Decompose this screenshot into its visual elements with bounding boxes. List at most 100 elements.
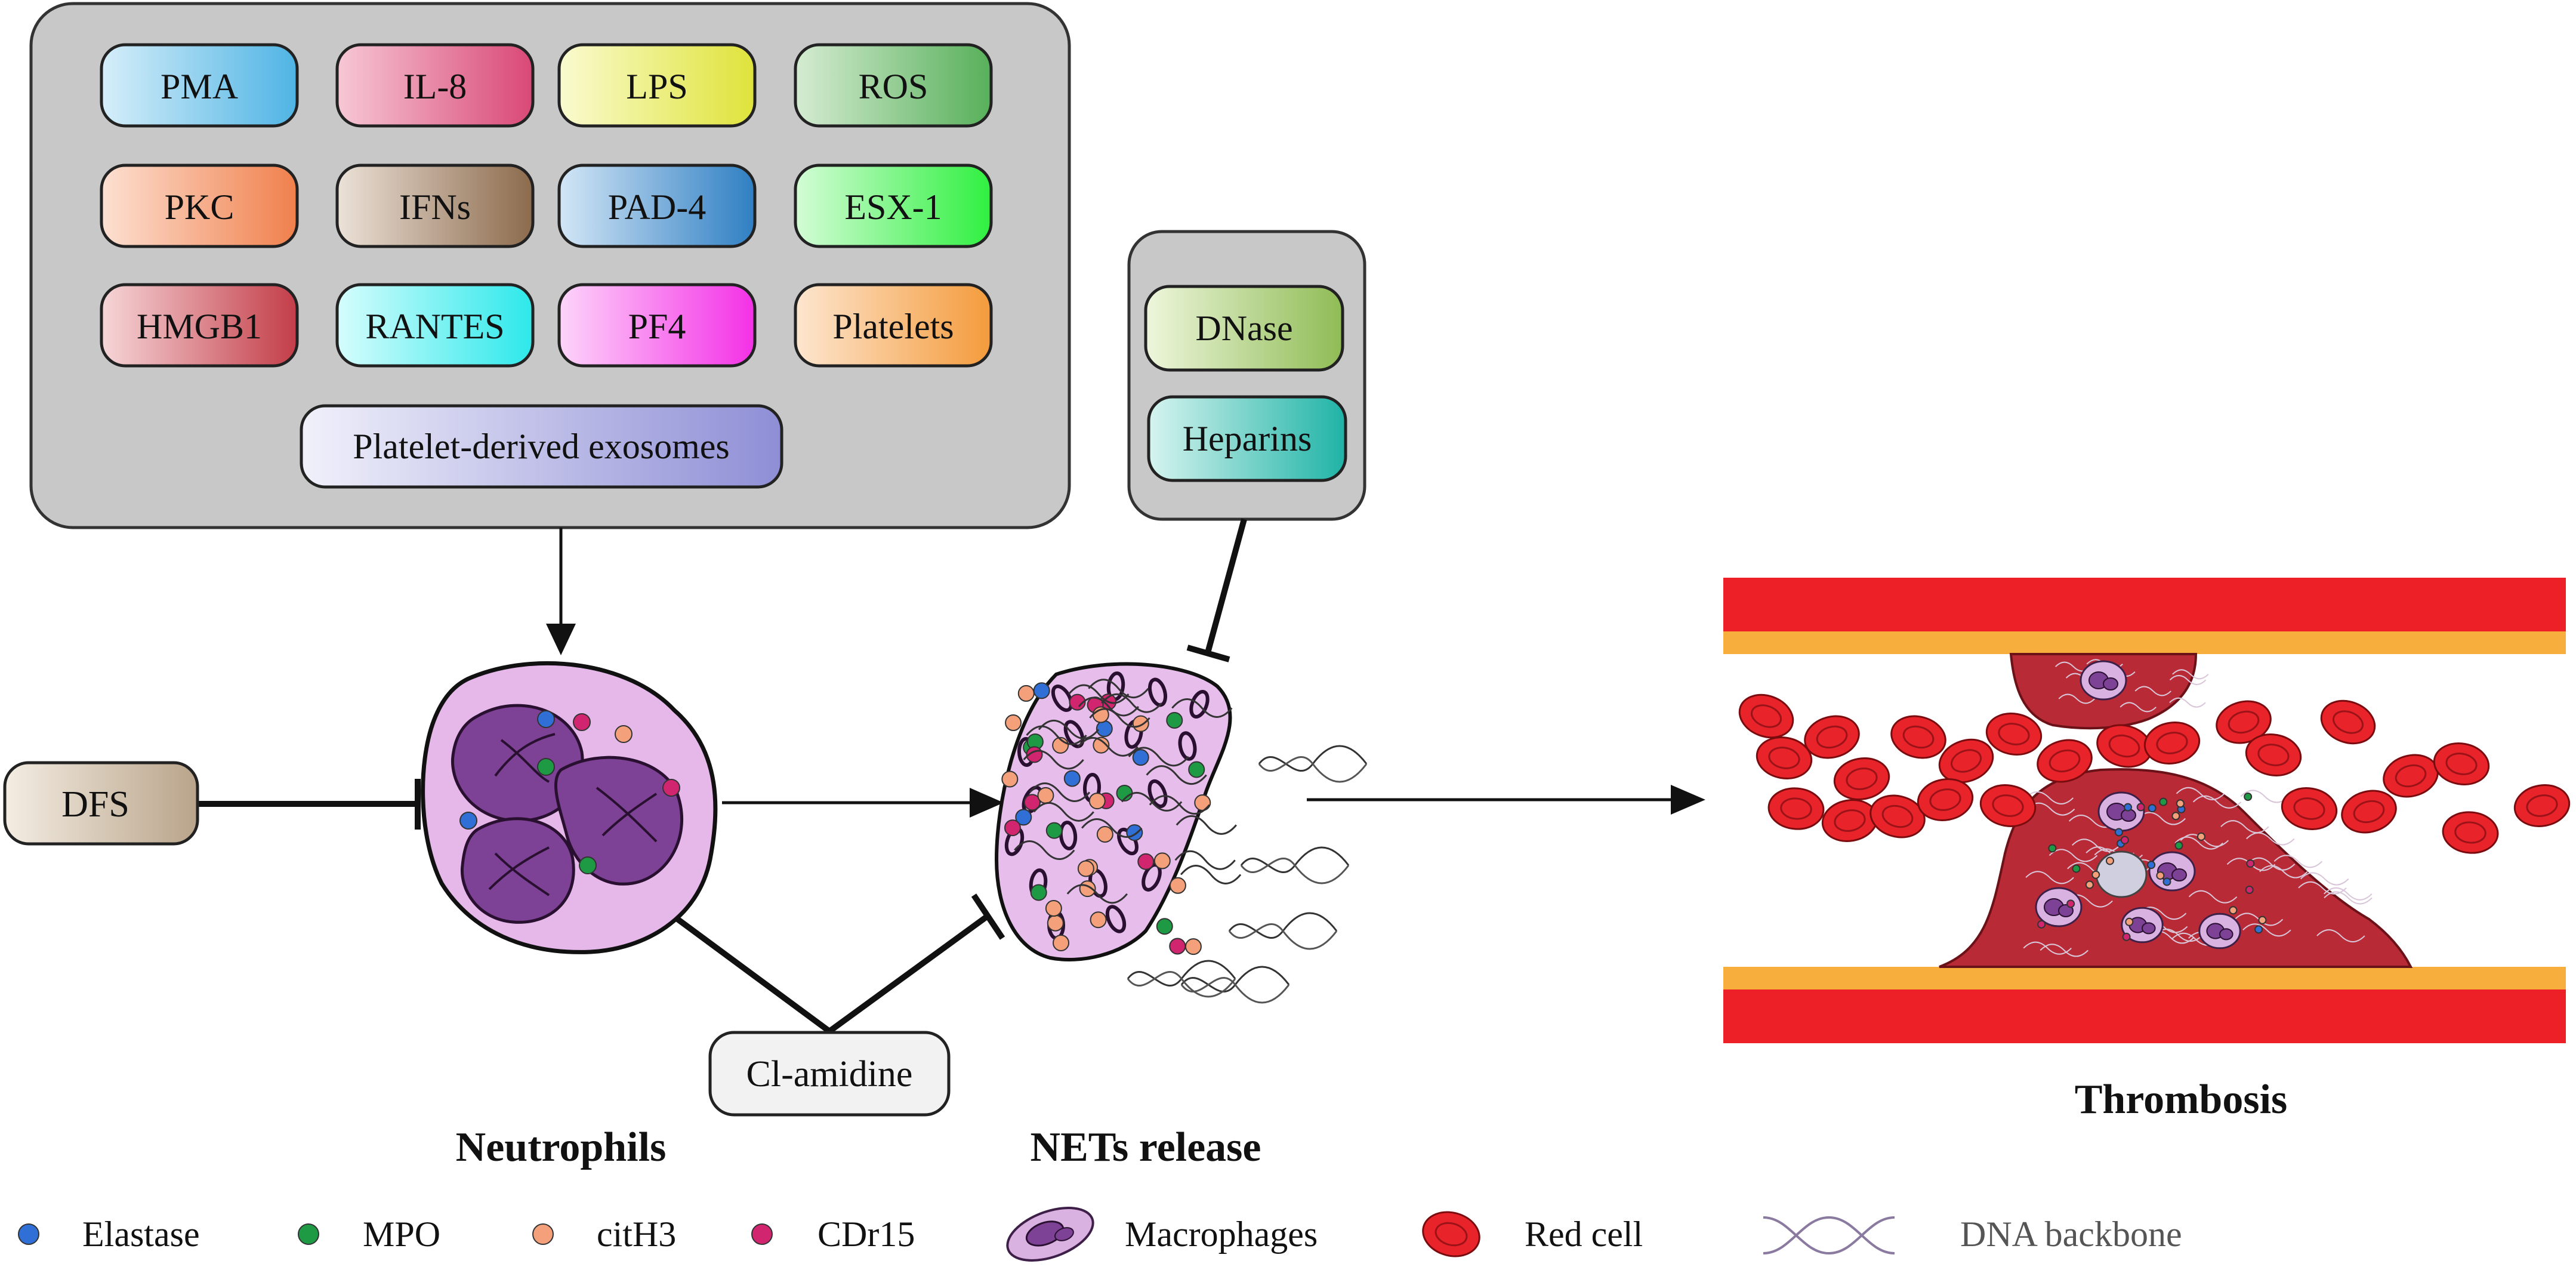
legend-label: CDr15 bbox=[817, 1214, 915, 1254]
fibrin-strand bbox=[2242, 923, 2291, 937]
dna-strand bbox=[1228, 912, 1338, 939]
pill-esx1: ESX-1 bbox=[794, 164, 993, 248]
dot-icon bbox=[532, 1223, 554, 1245]
fibrin-strand bbox=[2049, 849, 2098, 862]
fibrin-strand bbox=[2176, 787, 2225, 800]
pill-label: RANTES bbox=[365, 307, 504, 346]
nets-label: NETs release bbox=[1031, 1124, 1261, 1170]
granule bbox=[662, 779, 680, 797]
dna-strand bbox=[1029, 782, 1091, 802]
connectors bbox=[197, 518, 1705, 1034]
fibrin-strand bbox=[2298, 881, 2347, 895]
clamidine-inhibit-line-right bbox=[828, 913, 989, 1034]
red-cell bbox=[2341, 790, 2397, 834]
legend-label: Macrophages bbox=[1125, 1214, 1318, 1254]
red-cell bbox=[1804, 715, 1860, 759]
fibrin-strand bbox=[2025, 871, 2074, 884]
exosome-pill: Platelet-derived exosomes bbox=[300, 404, 783, 489]
dna-strand bbox=[1088, 679, 1149, 699]
granule bbox=[2159, 797, 2168, 806]
vessel bbox=[1723, 578, 2571, 1043]
granule bbox=[1088, 793, 1106, 810]
legend-item-cith3: citH3 bbox=[532, 1214, 676, 1254]
dna-strand bbox=[1180, 865, 1242, 884]
granule bbox=[2136, 803, 2145, 812]
granule bbox=[1184, 938, 1202, 955]
neutrophil-cell bbox=[421, 661, 718, 954]
granule bbox=[1077, 860, 1094, 877]
granule bbox=[2246, 859, 2255, 868]
dna-strand bbox=[1038, 720, 1100, 739]
granule bbox=[2122, 932, 2131, 941]
pill-label: IFNs bbox=[399, 187, 471, 227]
dnase-label: DNase bbox=[1195, 309, 1292, 348]
neutrophil-granules bbox=[459, 710, 680, 874]
red-cell bbox=[2513, 784, 2571, 827]
fibrin-strand bbox=[2058, 693, 2095, 704]
macrophage bbox=[2148, 851, 2196, 892]
dna-strand bbox=[1171, 698, 1233, 718]
pill-il8: IL-8 bbox=[335, 43, 535, 128]
fibrin-strand bbox=[2134, 686, 2171, 696]
macrophage bbox=[2035, 887, 2083, 927]
dna-strand bbox=[1127, 960, 1236, 987]
dna-strand bbox=[1101, 693, 1162, 713]
red-cell bbox=[1767, 787, 1825, 830]
granule bbox=[2244, 793, 2253, 801]
fibrin-strand bbox=[2273, 855, 2323, 868]
vessel-wall-top bbox=[1723, 578, 2566, 631]
granule bbox=[1037, 787, 1054, 804]
pill-ros: ROS bbox=[794, 43, 993, 128]
granule bbox=[2171, 812, 2180, 821]
chromatin-ring bbox=[1178, 731, 1197, 761]
granule bbox=[2148, 804, 2157, 813]
legend-item-redcell: Red cell bbox=[1422, 1211, 1643, 1257]
clamidine-inhibit-line-left bbox=[664, 907, 831, 1034]
granule bbox=[1047, 914, 1064, 932]
macrophage bbox=[2121, 907, 2164, 944]
granule bbox=[1096, 825, 1113, 843]
nucleus-lobe bbox=[460, 817, 575, 924]
dna-strand bbox=[1174, 850, 1236, 870]
dna-strand bbox=[1068, 684, 1130, 704]
red-cell bbox=[1422, 1211, 1480, 1257]
granule bbox=[1001, 770, 1019, 788]
inhibitor-panel: DNase Heparins bbox=[1127, 230, 1366, 521]
fibrin-strand bbox=[2120, 702, 2157, 713]
chromatin-ring bbox=[1147, 677, 1168, 707]
granule bbox=[1005, 714, 1022, 732]
pill-label: Platelets bbox=[832, 307, 954, 346]
legend-label: MPO bbox=[363, 1214, 440, 1254]
granule bbox=[2072, 864, 2081, 873]
thrombosis-label: Thrombosis bbox=[2075, 1077, 2288, 1123]
granule bbox=[1045, 822, 1063, 839]
granule bbox=[1166, 711, 1183, 729]
fibrin-strand bbox=[2324, 887, 2373, 901]
vessel-wall-bottom bbox=[1723, 989, 2566, 1043]
granule bbox=[2176, 799, 2185, 808]
macrophage bbox=[2080, 660, 2127, 701]
granule bbox=[1153, 852, 1171, 870]
red-cells bbox=[1738, 693, 2571, 854]
red-cell bbox=[2096, 724, 2152, 768]
fibrin-strand bbox=[2316, 929, 2365, 943]
fibrin-strand bbox=[2192, 795, 2242, 809]
legend-item-cdr15: CDr15 bbox=[751, 1214, 915, 1254]
red-cell bbox=[1985, 713, 2043, 756]
pill-platelets: Platelets bbox=[794, 283, 993, 368]
clamidine-box: Cl-amidine bbox=[708, 1031, 951, 1117]
granule bbox=[2156, 871, 2165, 880]
legend-item-elastase: Elastase bbox=[18, 1214, 200, 1254]
granule bbox=[1132, 749, 1149, 766]
fibrin-strand bbox=[2174, 836, 2223, 850]
nets-contents bbox=[1001, 671, 1368, 1004]
legend-label: Elastase bbox=[82, 1214, 200, 1254]
granule bbox=[2147, 861, 2156, 870]
macrophage bbox=[2198, 913, 2241, 950]
granule bbox=[2258, 915, 2267, 924]
red-cell-icon bbox=[1422, 1211, 1480, 1257]
granule bbox=[1063, 770, 1081, 787]
pill-label: PMA bbox=[161, 67, 238, 106]
